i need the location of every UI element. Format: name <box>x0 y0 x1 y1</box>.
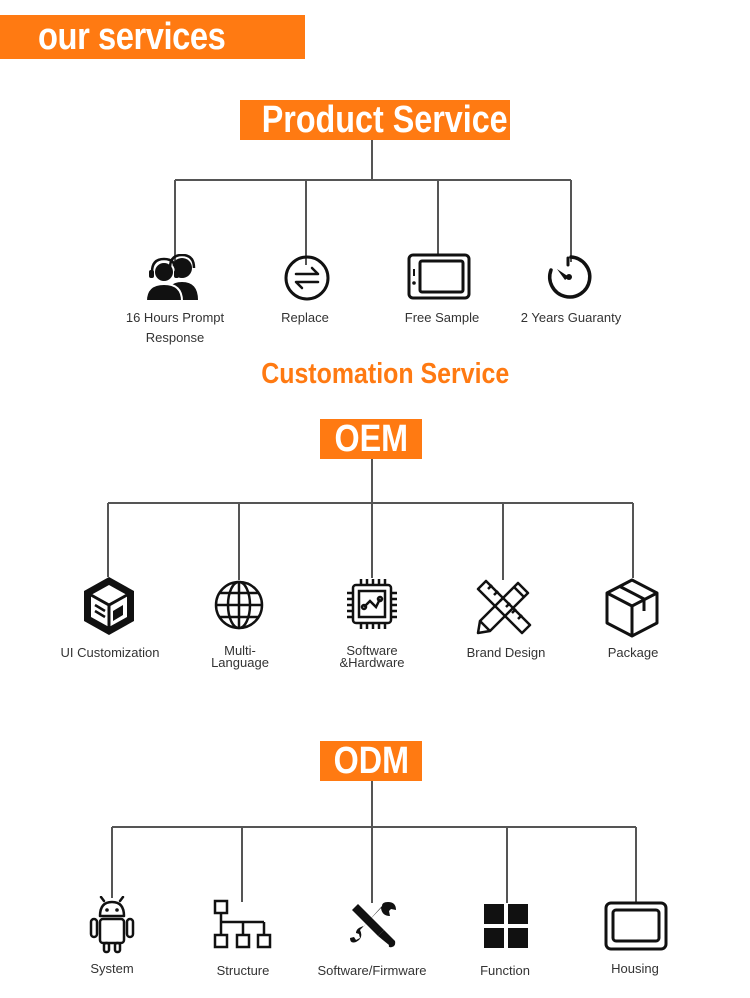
odm-label-system: System <box>90 961 134 976</box>
customation-service-title: Customation Service <box>260 358 510 390</box>
product-service-title: Product Service <box>240 100 510 140</box>
hierarchy-icon <box>213 899 272 949</box>
box-icon <box>605 578 659 638</box>
banner-title: our services <box>38 16 226 58</box>
pencil-ruler-icon <box>476 579 532 635</box>
odm-title: ODM <box>320 741 422 781</box>
odm-label-structure: Structure <box>216 963 270 978</box>
timer-icon <box>548 255 592 299</box>
android-icon <box>89 896 135 954</box>
grid-squares-icon <box>484 904 528 948</box>
oem-label-language: Multi- Language <box>211 643 269 670</box>
odm-label-housing: Housing <box>611 961 659 976</box>
tools-icon <box>350 902 396 948</box>
tablet-device-icon <box>407 253 471 300</box>
oem-label-software-hardware: Software &Hardware <box>339 643 405 670</box>
screen-housing-icon <box>604 901 668 951</box>
chip-icon <box>347 579 397 629</box>
oem-label-package: Package <box>607 645 659 660</box>
globe-icon <box>214 580 264 630</box>
section-banner: our services <box>0 15 305 59</box>
service-label-replace: Replace <box>281 310 329 325</box>
exchange-arrows-icon <box>284 255 330 301</box>
support-agents-icon <box>144 254 198 302</box>
oem-label-ui: UI Customization <box>60 645 160 660</box>
odm-label-software-firmware: Software/Firmware <box>317 963 427 978</box>
cube-ui-icon <box>84 577 134 635</box>
service-label-guaranty: 2 Years Guaranty <box>520 310 622 325</box>
service-label-response: 16 Hours Prompt Response <box>125 310 225 345</box>
oem-label-brand: Brand Design <box>466 645 546 660</box>
odm-label-function: Function <box>480 963 530 978</box>
service-label-free-sample: Free Sample <box>404 310 480 325</box>
oem-title: OEM <box>320 419 422 459</box>
